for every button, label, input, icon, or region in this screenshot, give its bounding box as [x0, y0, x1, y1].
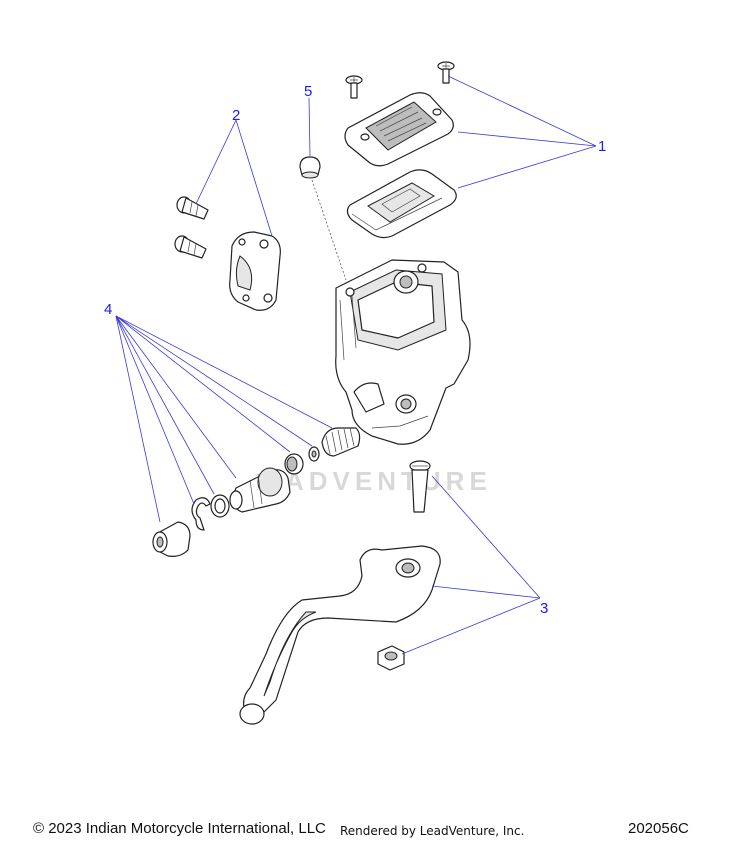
copyright-notice: © 2023 Indian Motorcycle International, …	[33, 820, 326, 837]
piston-boot[interactable]	[152, 521, 191, 557]
callout-4[interactable]: 4	[104, 301, 112, 318]
cover-screw-right[interactable]	[437, 61, 455, 84]
diagram-id: 202056C	[628, 820, 689, 837]
callout-5[interactable]: 5	[304, 83, 312, 100]
handlebar-clamp[interactable]	[229, 231, 281, 311]
lever-pivot-nut[interactable]	[377, 645, 405, 671]
piston-o-ring[interactable]	[210, 494, 230, 518]
rendered-by-credit: Rendered by LeadVenture, Inc.	[340, 824, 525, 838]
clamp-bolt-upper[interactable]	[176, 196, 209, 220]
plug-assembly-line	[311, 179, 347, 281]
reservoir-cover[interactable]	[344, 92, 454, 167]
cover-screw-left[interactable]	[345, 75, 363, 99]
leader-lines	[115, 75, 597, 655]
piston[interactable]	[229, 467, 291, 513]
spring-washer[interactable]	[308, 446, 320, 462]
watermark-text: ADVENTURE	[285, 466, 492, 496]
piston-seal[interactable]	[284, 453, 304, 475]
reservoir-diaphragm[interactable]	[346, 169, 457, 239]
brake-lever[interactable]	[239, 545, 441, 725]
callout-2[interactable]: 2	[232, 107, 240, 124]
retaining-ring[interactable]	[191, 497, 211, 531]
clamp-bolt-lower[interactable]	[174, 235, 207, 259]
sight-glass-plug[interactable]	[299, 156, 321, 179]
lever-pivot-bolt[interactable]	[409, 460, 431, 513]
callout-1[interactable]: 1	[598, 138, 606, 155]
callout-3[interactable]: 3	[540, 600, 548, 617]
master-cylinder-body[interactable]	[335, 259, 471, 445]
piston-spring[interactable]	[321, 427, 361, 457]
